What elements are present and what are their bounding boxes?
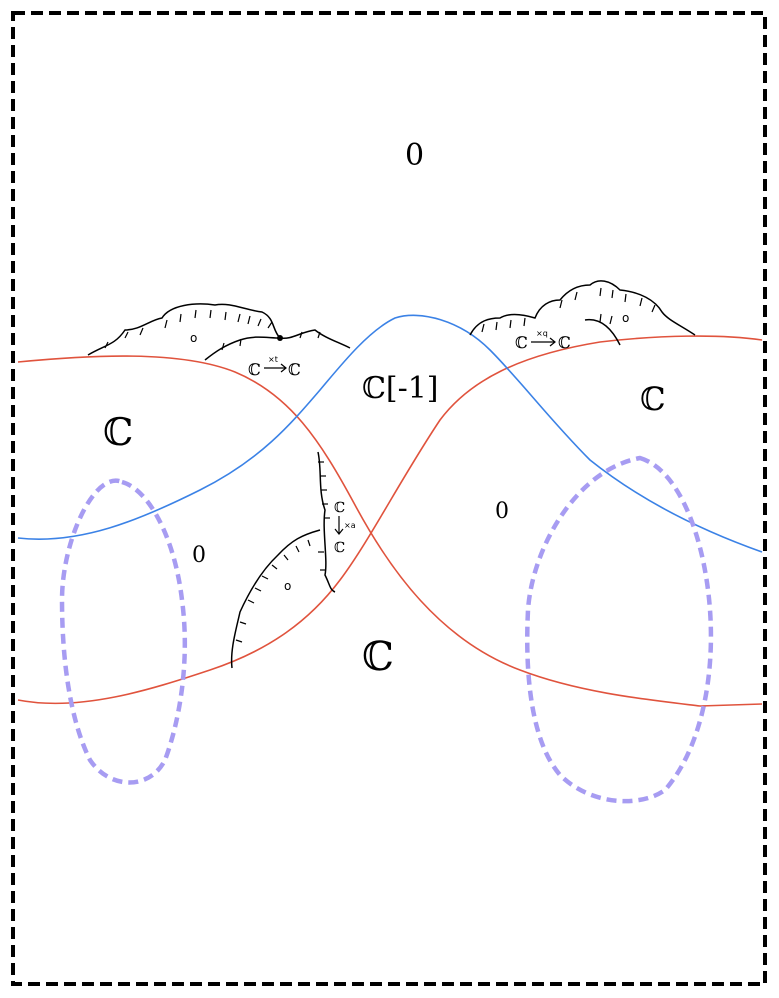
dashed-loop-left <box>59 478 188 785</box>
cliff-hatching <box>235 461 330 643</box>
dashed-loop-right <box>525 455 714 804</box>
arrow-vertical-source: ℂ <box>334 500 345 516</box>
label-left-mountain-zero: o <box>190 331 197 345</box>
right-mountain-hatching <box>481 287 656 333</box>
left-mountain-hatching <box>104 309 321 351</box>
label-center-C-shift: ℂ[-1] <box>362 371 439 406</box>
label-top-zero: 0 <box>405 138 424 173</box>
label-right-zero: 0 <box>495 499 509 524</box>
arrow-left-target: ℂ <box>288 360 301 379</box>
cliff-lower-slope <box>230 529 321 669</box>
left-mountain-outline <box>87 303 351 356</box>
map-arrow-left: ℂ ×t ℂ <box>248 355 301 379</box>
label-cliff-zero: o <box>284 579 291 593</box>
left-mountain-inner-ridge <box>204 336 281 361</box>
page-frame <box>11 11 767 986</box>
arrow-right-source: ℂ <box>515 333 528 352</box>
label-left-C: ℂ <box>103 410 133 454</box>
label-bottom-C: ℂ <box>362 634 394 680</box>
red-curve-descending <box>17 355 763 707</box>
arrow-left-source: ℂ <box>248 360 261 379</box>
red-curve-ascending <box>17 335 763 705</box>
map-arrow-right: ℂ ×q ℂ <box>515 329 571 352</box>
cliff-edge <box>317 451 336 593</box>
arrow-left-map-label: ×t <box>268 355 278 364</box>
arrow-vertical-map-label: ×a <box>344 521 356 530</box>
label-right-mountain-zero: o <box>622 311 629 325</box>
arrow-right-target: ℂ <box>558 333 571 352</box>
left-mountain-point <box>277 335 283 341</box>
arrow-right-map-label: ×q <box>536 329 548 338</box>
blue-curve <box>17 314 763 553</box>
right-mountain-outline <box>469 280 696 336</box>
right-mountain-inner-ridge <box>584 318 621 346</box>
label-left-zero: 0 <box>192 543 206 568</box>
label-right-C: ℂ <box>640 380 665 418</box>
map-arrow-vertical: ℂ ×a ℂ <box>334 500 356 556</box>
arrow-vertical-target: ℂ <box>334 540 345 556</box>
